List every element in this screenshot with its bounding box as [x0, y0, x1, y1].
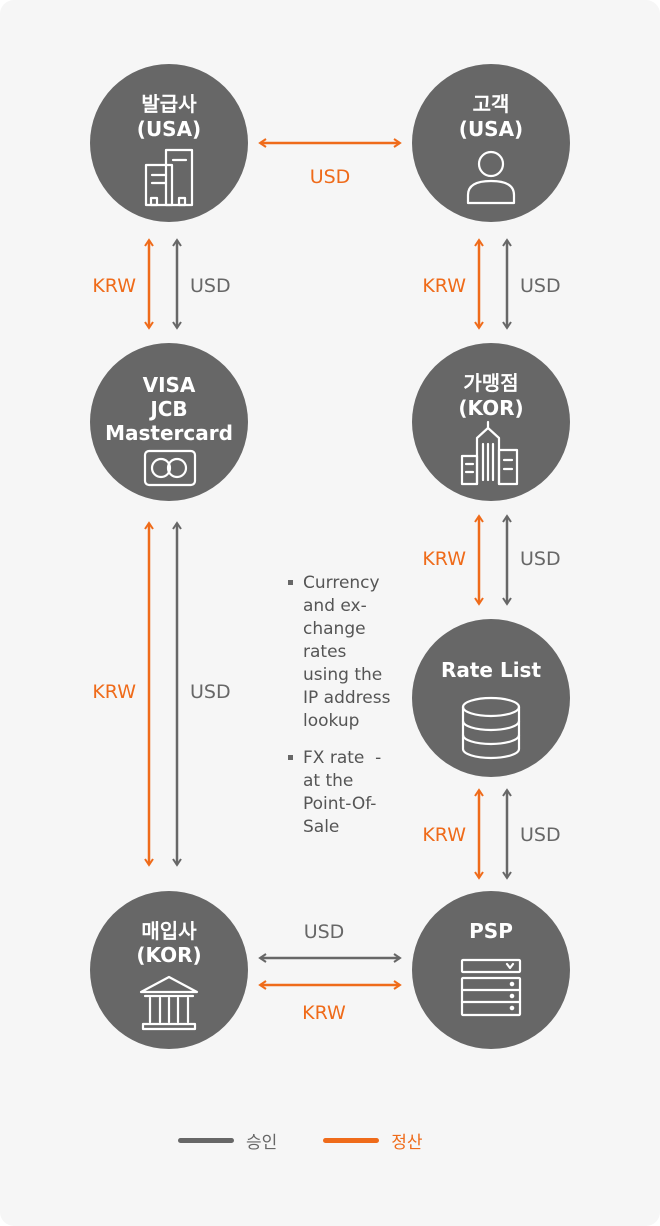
- label-usd: USD: [190, 681, 231, 703]
- note-fx-rate-pos: FX rate - at the Point-Of- Sale: [288, 747, 400, 839]
- note-line: Sale: [303, 817, 340, 837]
- note-line: and ex-: [303, 596, 367, 616]
- note-line: Currency: [303, 573, 380, 593]
- label-krw: KRW: [92, 275, 136, 297]
- node-network-jcb: JCB: [148, 397, 187, 421]
- user-icon: [466, 150, 516, 205]
- label-krw: KRW: [92, 681, 136, 703]
- node-rate-list: Rate List: [412, 619, 570, 777]
- note-exchange-rate-lookup: Currency and ex- change rates using the …: [288, 572, 400, 733]
- legend-approval-label: 승인: [246, 1132, 278, 1153]
- legend-settlement: 정산: [323, 1128, 423, 1153]
- node-ratelist-name: Rate List: [441, 658, 541, 682]
- legend-approval-swatch: [178, 1137, 234, 1143]
- note-line: lookup: [303, 711, 360, 731]
- label-usd: USD: [520, 275, 561, 297]
- building-icon: [144, 148, 194, 207]
- edge-merchant-ratelist: KRW USD: [422, 514, 561, 606]
- label-usd: USD: [304, 921, 345, 943]
- node-merchant-country: (KOR): [458, 396, 523, 420]
- note-line: change: [303, 619, 366, 639]
- node-customer-country: (USA): [459, 117, 523, 141]
- city-building-icon: [460, 420, 519, 486]
- label-usd: USD: [520, 548, 561, 570]
- label-krw: KRW: [302, 1002, 346, 1024]
- server-rack-icon: [460, 958, 522, 1017]
- bank-icon: [139, 975, 199, 1031]
- bullet-icon: [288, 580, 293, 585]
- database-icon: [461, 696, 521, 760]
- legend-settlement-label: 정산: [391, 1132, 423, 1153]
- node-customer: 고객 (USA): [412, 64, 570, 222]
- note-line: rates: [303, 642, 347, 662]
- node-psp: PSP: [412, 891, 570, 1049]
- node-network-mastercard: Mastercard: [105, 421, 233, 445]
- node-acquirer-name: 매입사: [141, 919, 197, 943]
- legend: 승인 정산: [178, 1128, 478, 1153]
- node-issuer-country: (USA): [137, 117, 201, 141]
- legend-approval: 승인: [178, 1128, 277, 1153]
- legend-settlement-swatch: [323, 1137, 380, 1143]
- note-line: FX rate -: [303, 748, 382, 768]
- edge-issuer-network: KRW USD: [92, 238, 231, 330]
- note-line: IP address: [303, 688, 391, 708]
- edge-issuer-customer: USD: [258, 138, 402, 188]
- card-icon: [143, 449, 197, 487]
- node-merchant-name: 가맹점: [463, 371, 518, 395]
- node-issuer-name: 발급사: [141, 92, 197, 116]
- edge-network-acquirer: KRW USD: [92, 521, 231, 867]
- node-acquirer: 매입사 (KOR): [90, 891, 248, 1049]
- node-acquirer-country: (KOR): [136, 943, 201, 967]
- label-krw: KRW: [422, 548, 466, 570]
- node-network-visa: VISA: [143, 373, 196, 397]
- label-krw: KRW: [422, 824, 466, 846]
- label-krw: KRW: [422, 275, 466, 297]
- edge-acquirer-psp: USD KRW: [258, 921, 402, 1024]
- note-line: Point-Of-: [303, 794, 377, 814]
- label-issuer-customer: USD: [310, 166, 351, 188]
- label-usd: USD: [190, 275, 231, 297]
- edge-customer-merchant: KRW USD: [422, 238, 561, 330]
- node-customer-name: 고객: [473, 92, 510, 116]
- label-usd: USD: [520, 824, 561, 846]
- node-issuer: 발급사 (USA): [90, 64, 248, 222]
- note-line: using the: [303, 665, 383, 685]
- note-line: at the: [303, 771, 354, 791]
- node-psp-name: PSP: [469, 919, 513, 943]
- bullet-icon: [288, 755, 293, 760]
- node-merchant: 가맹점 (KOR): [412, 343, 570, 501]
- edge-ratelist-psp: KRW USD: [422, 788, 561, 880]
- node-card-network: VISA JCB Mastercard: [90, 343, 248, 501]
